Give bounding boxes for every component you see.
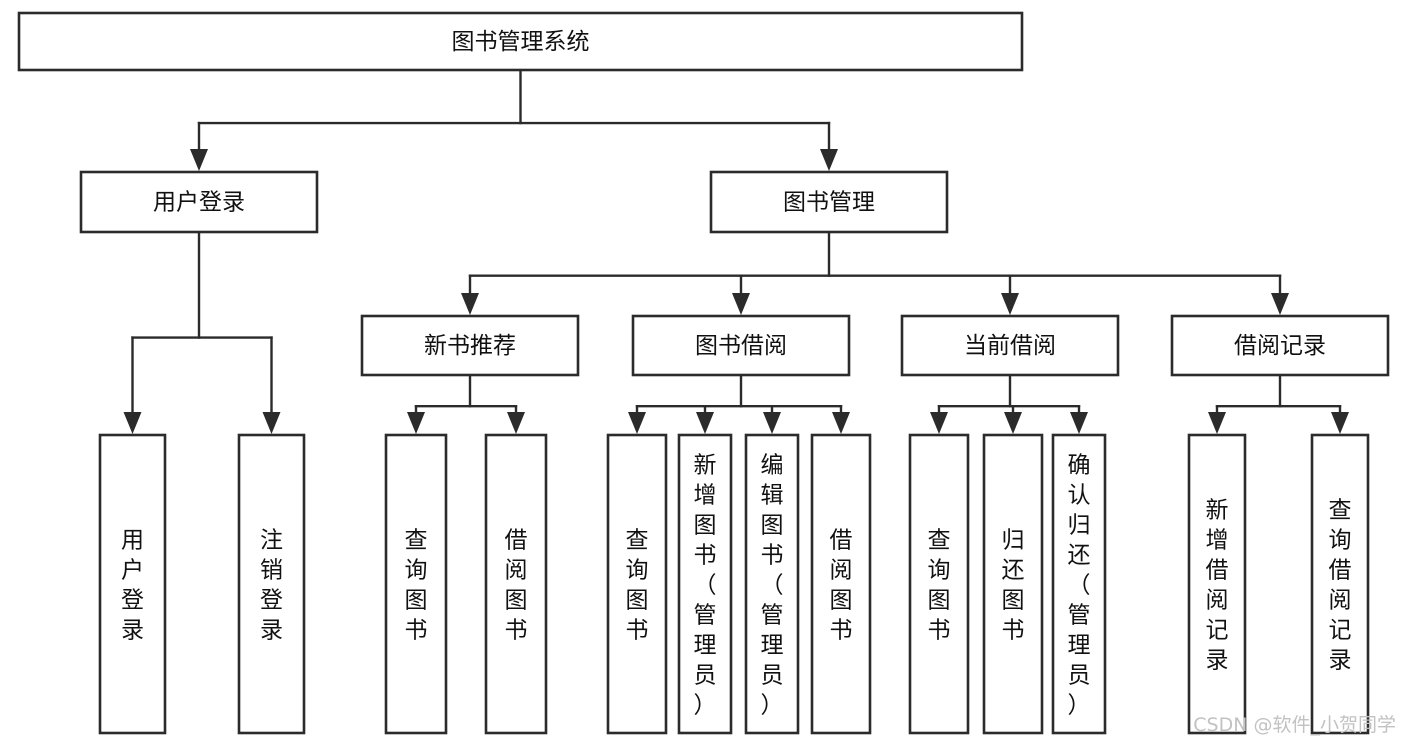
arrow-head-current-borrow bbox=[1001, 293, 1019, 315]
node-leaf-query-book-1[interactable]: 查询图书 bbox=[384, 433, 448, 735]
arrow-head-leaf-query-book-1 bbox=[407, 412, 425, 434]
node-label-current-borrow: 当前借阅 bbox=[964, 333, 1056, 359]
node-label-leaf-borrow-book-2: 借阅图书 bbox=[830, 527, 853, 643]
connector-group-root bbox=[190, 68, 838, 171]
connector-group-new-book-recommend bbox=[407, 373, 525, 434]
node-label-leaf-query-book-2: 查询图书 bbox=[626, 527, 649, 643]
arrow-head-leaf-edit-book bbox=[763, 412, 781, 434]
connector-group-book-borrow bbox=[628, 373, 850, 434]
node-box-leaf-user-logout bbox=[237, 433, 306, 735]
node-box-leaf-borrow-book-2 bbox=[810, 433, 872, 735]
arrow-head-leaf-query-book-3 bbox=[930, 412, 948, 434]
node-label-leaf-user-logout: 注销登录 bbox=[260, 527, 283, 643]
node-user-login[interactable]: 用户登录 bbox=[79, 170, 319, 234]
arrow-head-leaf-add-record bbox=[1208, 412, 1226, 434]
node-label-leaf-user-login: 用户登录 bbox=[121, 527, 144, 643]
arrow-head-leaf-user-login bbox=[123, 412, 142, 434]
connector-group-current-borrow bbox=[930, 373, 1088, 434]
node-leaf-user-login[interactable]: 用户登录 bbox=[98, 433, 167, 735]
arrow-head-leaf-add-book bbox=[696, 412, 714, 434]
node-box-leaf-query-book-2 bbox=[606, 433, 668, 735]
node-box-user-login bbox=[79, 170, 319, 234]
connector-group-book-manage bbox=[461, 230, 1289, 315]
csdn-watermark: CSDN @软件_小贺同学 bbox=[1193, 714, 1396, 736]
node-box-leaf-query-record bbox=[1310, 433, 1370, 735]
node-box-leaf-borrow-book-1 bbox=[484, 433, 548, 735]
connector-group-user-login bbox=[123, 230, 281, 434]
node-leaf-return-book[interactable]: 归还图书 bbox=[982, 433, 1044, 735]
node-leaf-query-book-3[interactable]: 查询图书 bbox=[908, 433, 970, 735]
node-label-leaf-add-record: 新增借阅记录 bbox=[1206, 497, 1229, 673]
arrow-head-leaf-query-record bbox=[1331, 412, 1349, 434]
node-box-book-borrow bbox=[631, 314, 851, 377]
node-leaf-query-book-2[interactable]: 查询图书 bbox=[606, 433, 668, 735]
node-box-leaf-add-book bbox=[677, 433, 733, 735]
node-leaf-query-record[interactable]: 查询借阅记录 bbox=[1310, 433, 1370, 735]
node-layer: 图书管理系统用户登录图书管理新书推荐图书借阅当前借阅借阅记录用户登录注销登录查询… bbox=[17, 11, 1390, 735]
node-label-leaf-return-book: 归还图书 bbox=[1002, 527, 1025, 643]
connector-group-borrow-record bbox=[1208, 373, 1349, 434]
arrow-head-leaf-borrow-book-1 bbox=[507, 412, 525, 434]
node-current-borrow[interactable]: 当前借阅 bbox=[900, 314, 1120, 377]
node-label-leaf-edit-book: 编辑图书（管理员） bbox=[761, 452, 784, 718]
node-box-current-borrow bbox=[900, 314, 1120, 377]
node-label-new-book-recommend: 新书推荐 bbox=[424, 333, 516, 359]
node-label-borrow-record: 借阅记录 bbox=[1234, 333, 1326, 359]
arrow-head-borrow-record bbox=[1271, 293, 1289, 315]
node-label-root: 图书管理系统 bbox=[452, 29, 590, 55]
arrow-head-leaf-user-logout bbox=[262, 412, 281, 434]
node-leaf-edit-book[interactable]: 编辑图书（管理员） bbox=[744, 433, 800, 735]
node-book-manage[interactable]: 图书管理 bbox=[709, 170, 949, 234]
node-borrow-record[interactable]: 借阅记录 bbox=[1170, 314, 1390, 377]
arrow-head-book-borrow bbox=[732, 293, 750, 315]
node-leaf-borrow-book-1[interactable]: 借阅图书 bbox=[484, 433, 548, 735]
node-leaf-user-logout[interactable]: 注销登录 bbox=[237, 433, 306, 735]
arrow-head-leaf-confirm-return bbox=[1070, 412, 1088, 434]
arrow-head-leaf-return-book bbox=[1004, 412, 1022, 434]
node-new-book-recommend[interactable]: 新书推荐 bbox=[360, 314, 580, 377]
node-leaf-borrow-book-2[interactable]: 借阅图书 bbox=[810, 433, 872, 735]
node-box-new-book-recommend bbox=[360, 314, 580, 377]
node-book-borrow[interactable]: 图书借阅 bbox=[631, 314, 851, 377]
node-label-leaf-query-book-1: 查询图书 bbox=[405, 527, 428, 643]
node-label-leaf-query-record: 查询借阅记录 bbox=[1329, 497, 1352, 673]
node-box-root bbox=[17, 11, 1024, 72]
arrow-head-new-book-recommend bbox=[461, 293, 479, 315]
node-label-user-login: 用户登录 bbox=[153, 190, 245, 216]
node-box-book-manage bbox=[709, 170, 949, 234]
node-box-leaf-query-book-1 bbox=[384, 433, 448, 735]
node-box-leaf-return-book bbox=[982, 433, 1044, 735]
node-box-leaf-query-book-3 bbox=[908, 433, 970, 735]
node-box-borrow-record bbox=[1170, 314, 1390, 377]
node-root[interactable]: 图书管理系统 bbox=[17, 11, 1024, 72]
arrow-head-leaf-query-book-2 bbox=[628, 412, 646, 434]
arrow-head-leaf-borrow-book-2 bbox=[832, 412, 850, 434]
node-label-leaf-borrow-book-1: 借阅图书 bbox=[505, 527, 528, 643]
node-label-leaf-query-book-3: 查询图书 bbox=[928, 527, 951, 643]
node-box-leaf-edit-book bbox=[744, 433, 800, 735]
node-label-book-manage: 图书管理 bbox=[783, 190, 875, 216]
node-leaf-confirm-return[interactable]: 确认归还（管理员） bbox=[1051, 433, 1107, 735]
arrow-head-book-manage bbox=[820, 149, 838, 171]
arrow-head-user-login bbox=[190, 149, 208, 171]
node-label-leaf-confirm-return: 确认归还（管理员） bbox=[1068, 452, 1091, 718]
node-box-leaf-confirm-return bbox=[1051, 433, 1107, 735]
connector-layer bbox=[123, 68, 1349, 434]
node-box-leaf-user-login bbox=[98, 433, 167, 735]
node-box-leaf-add-record bbox=[1187, 433, 1247, 735]
node-label-leaf-add-book: 新增图书（管理员） bbox=[694, 452, 717, 718]
node-label-book-borrow: 图书借阅 bbox=[695, 333, 787, 359]
node-leaf-add-record[interactable]: 新增借阅记录 bbox=[1187, 433, 1247, 735]
node-leaf-add-book[interactable]: 新增图书（管理员） bbox=[677, 433, 733, 735]
